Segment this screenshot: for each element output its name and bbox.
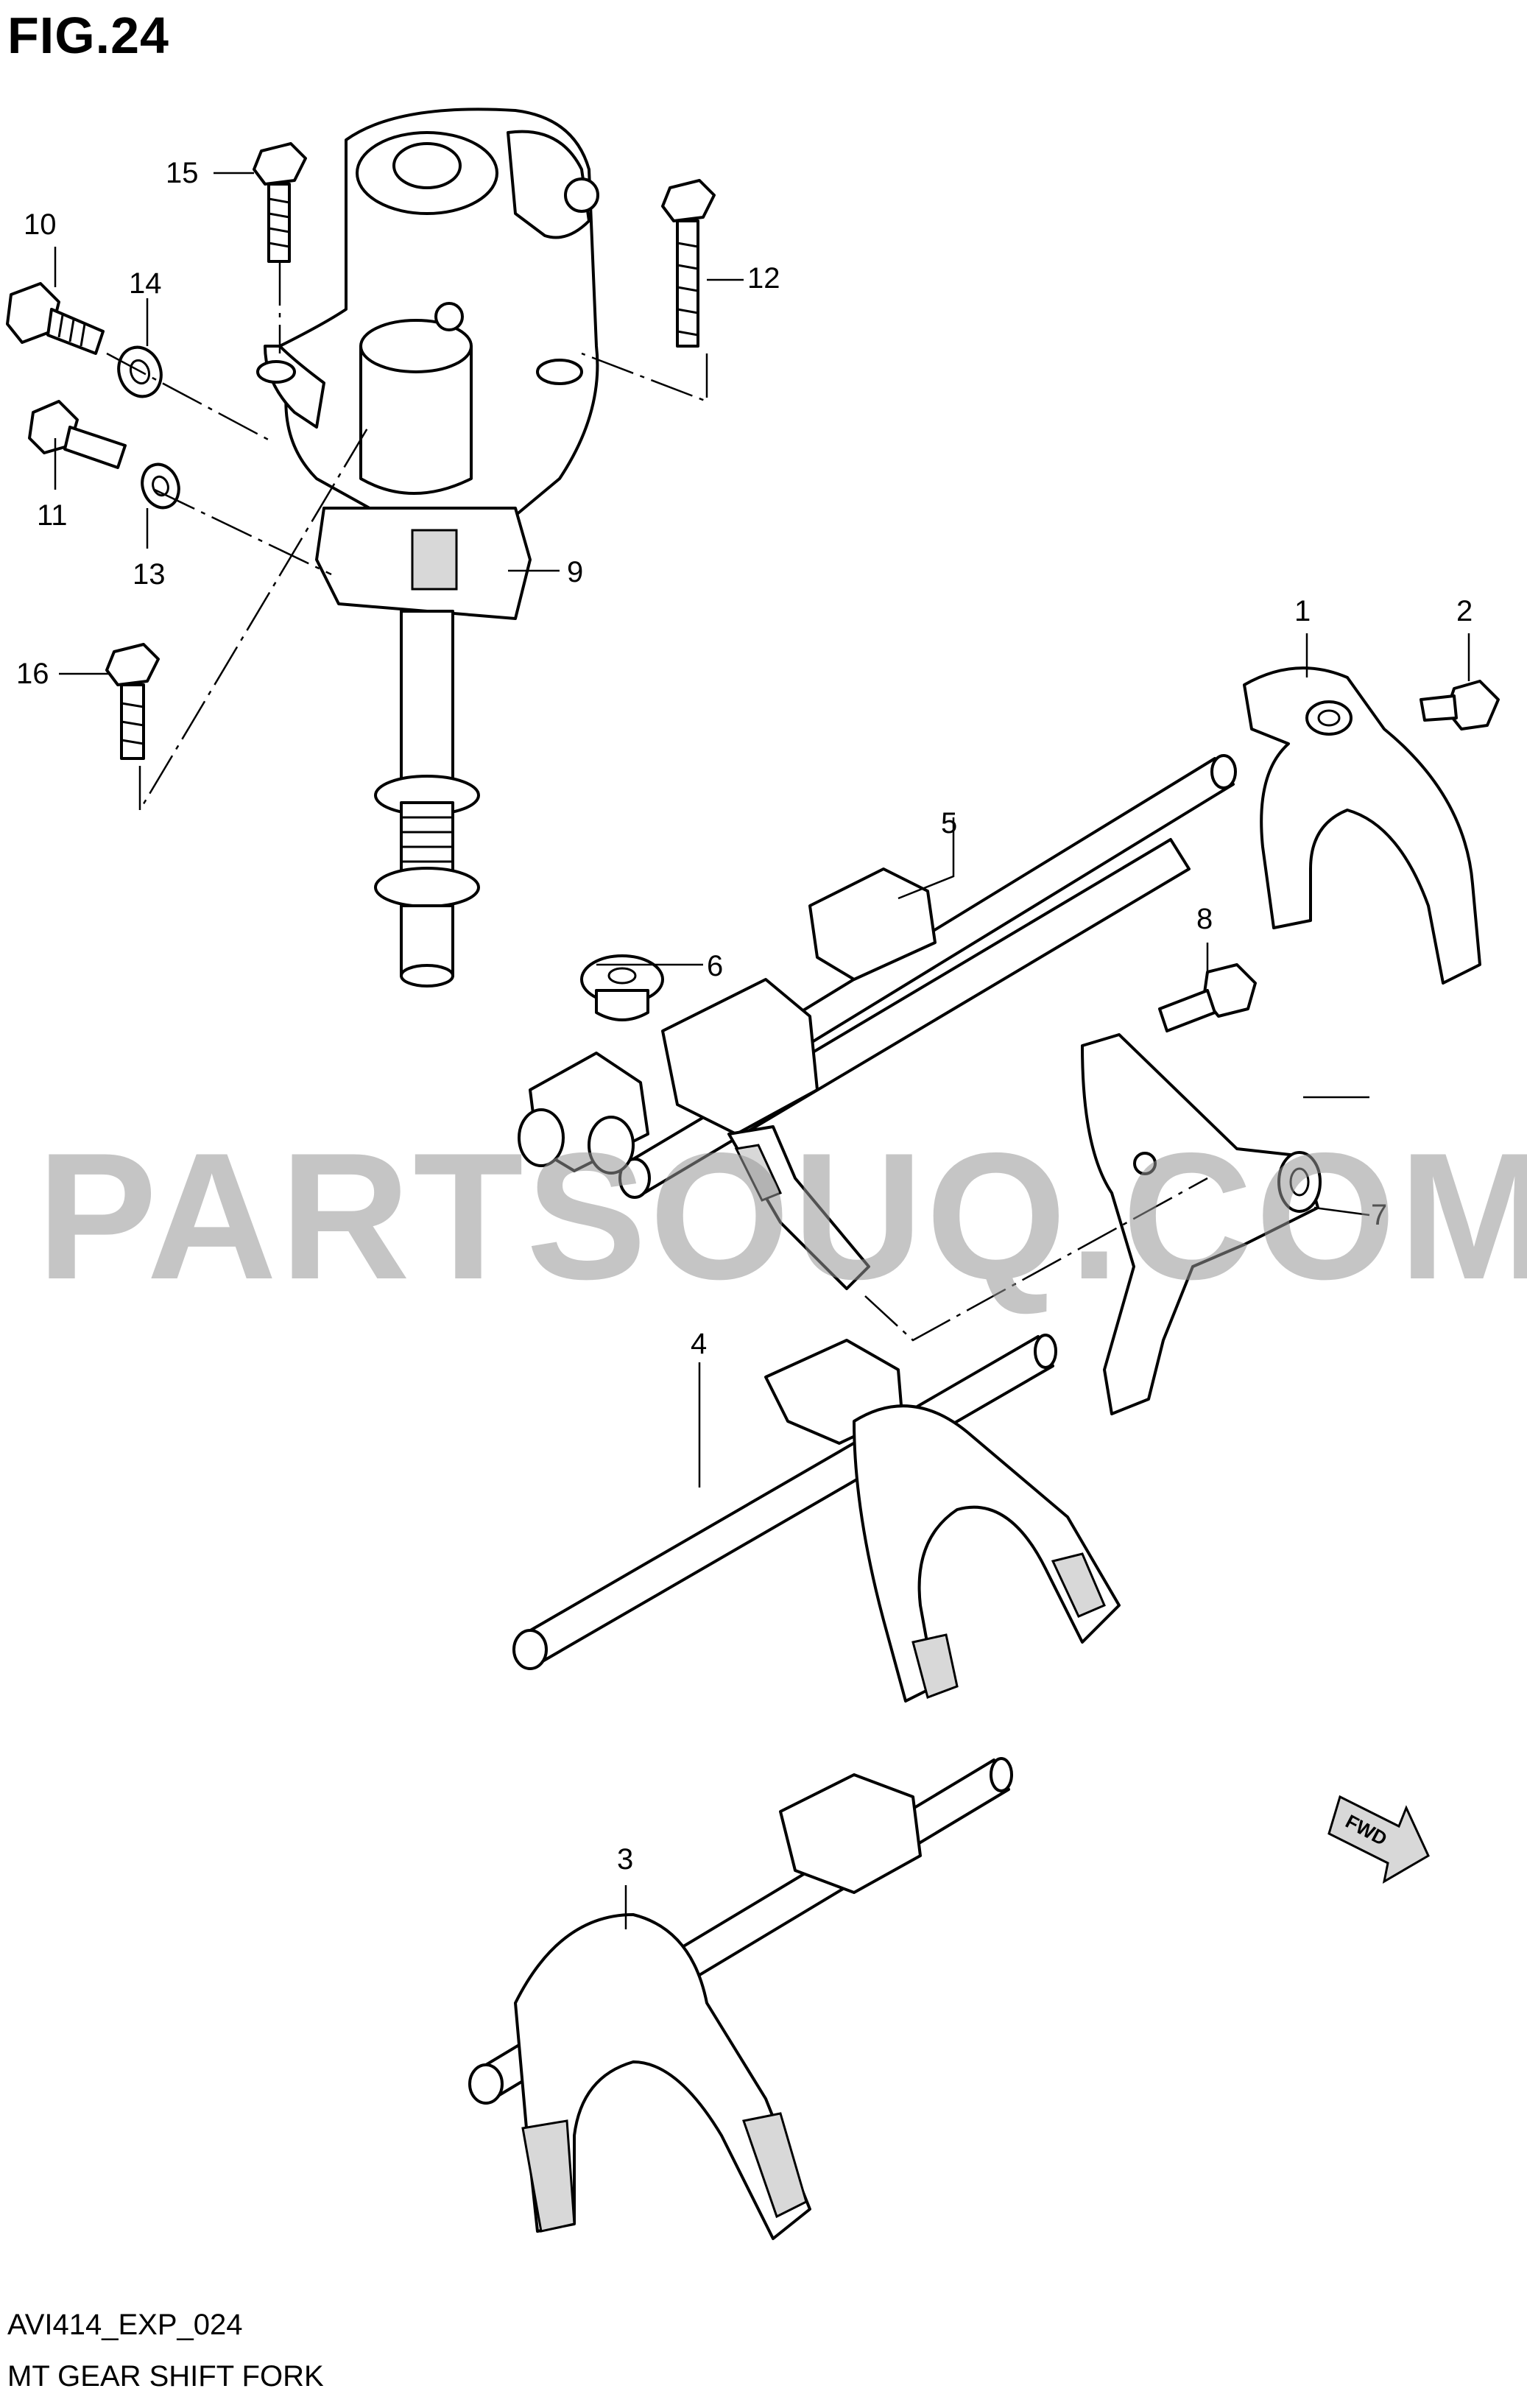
callout-15: 15 [166,157,199,189]
bolt-8 [1158,963,1257,1032]
callout-14: 14 [129,267,162,300]
callout-1: 1 [1294,595,1311,627]
shift-shaft-5 [518,754,1237,1290]
figure-title: FIG.24 [7,7,169,64]
callout-3: 3 [617,1843,634,1876]
bolt-2 [1420,680,1500,731]
callout-9: 9 [567,556,584,588]
shift-fork-1 [1243,666,1481,985]
callout-5: 5 [941,807,958,839]
shift-control-assembly [256,108,599,988]
callout-6: 6 [707,950,724,982]
bolt-16 [105,643,160,760]
callout-16: 16 [16,658,49,690]
callout-4: 4 [691,1328,708,1360]
bolt-11 [28,400,127,469]
shift-fork-7 [1081,1033,1322,1415]
callout-2: 2 [1456,595,1473,627]
leader-lines [54,172,1470,1929]
bolt-12 [661,179,716,348]
callout-11: 11 [37,499,68,532]
washer-13 [141,462,180,510]
shift-rod-4 [512,1334,1121,1703]
bolt-15 [253,142,307,263]
shift-rod-3 [468,1757,1013,2240]
plug-6 [580,954,664,1021]
callout-12: 12 [747,262,780,295]
callout-10: 10 [24,208,57,241]
bolt-10 [6,282,105,355]
callout-8: 8 [1196,903,1213,935]
fwd-arrow-icon [1327,1795,1430,1884]
callout-13: 13 [133,558,166,591]
figure-caption: MT GEAR SHIFT FORK [7,2360,324,2393]
figure-code: AVI414_EXP_024 [7,2309,243,2341]
callout-7: 7 [1371,1199,1388,1231]
